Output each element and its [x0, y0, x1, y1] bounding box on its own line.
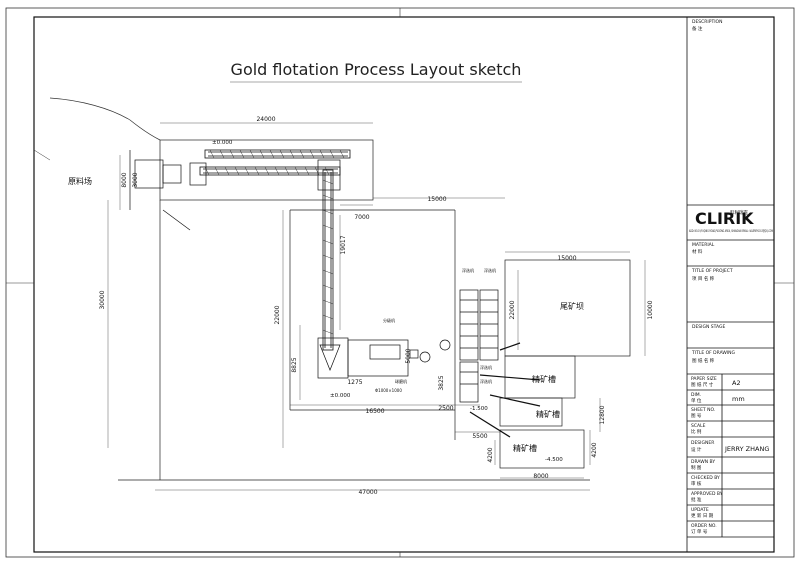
- dim-8825: 8825: [291, 357, 298, 372]
- tb-designer-cn: 设 计: [691, 446, 702, 453]
- dim-47000: 47000: [358, 489, 377, 496]
- drawing-title: Gold flotation Process Layout sketch: [231, 60, 522, 79]
- classifier-label: 分级机: [383, 317, 395, 323]
- tb-paper-size-label: PAPER SIZE: [691, 376, 717, 382]
- tb-sheet-no-cn: 图 号: [691, 413, 702, 419]
- flotation-label-1: 浮选机: [462, 267, 474, 273]
- tb-sheet-no-label: SHEET NO.: [691, 407, 715, 413]
- dim-1275: 1275: [347, 379, 362, 386]
- dim-19017: 19017: [340, 235, 347, 254]
- dim-4200-left: 4200: [487, 447, 494, 462]
- dim-8000-bottom: 8000: [533, 473, 548, 480]
- dim-7000: 7000: [354, 214, 369, 221]
- slurry-pipes: [469, 342, 541, 438]
- grinding-area: [317, 337, 451, 379]
- dim-12800: 12800: [599, 405, 606, 424]
- tb-project-label: TITLE OF PROJECT: [691, 268, 733, 274]
- title-block: [686, 16, 775, 553]
- dim-2500: 2500: [438, 405, 453, 412]
- dim-24000: 24000: [256, 116, 275, 123]
- elevation-marker-top: ±0.000: [212, 140, 233, 146]
- dim-16500: 16500: [365, 408, 384, 415]
- elevation-marker-bottom: -4.500: [545, 457, 563, 463]
- tb-project-value: 项 目 名 称: [692, 275, 715, 282]
- tb-drawing-label: TITLE OF DRAWING: [691, 350, 736, 356]
- dimension-lines: [107, 122, 646, 491]
- tb-order-cn: 订 单 号: [691, 528, 708, 535]
- tb-drawn-cn: 制 图: [691, 464, 702, 471]
- ball-mill-label: 球磨机: [395, 378, 407, 384]
- flotation-label-3: 浮选机: [480, 364, 492, 370]
- dim-8000-left: 8000: [121, 172, 128, 187]
- mill-size-label: Φ1000×1000: [375, 388, 402, 393]
- company-cn-name: 科利瑞克: [730, 209, 748, 216]
- company-logo: CLIRIK: [695, 209, 754, 228]
- tb-dim-cn: 单 位: [691, 397, 702, 404]
- tb-dim-value: mm: [732, 395, 745, 403]
- tb-designer-value: JERRY ZHANG: [724, 445, 769, 453]
- company-address: ADD: NO.19,FUQING ROAD,PUDONG AREA, SHAN…: [689, 229, 773, 233]
- tb-paper-size-value: A2: [732, 379, 741, 387]
- tailings-label: 尾矿坝: [560, 301, 584, 311]
- tb-drawn-label: DRAWN BY: [691, 459, 715, 465]
- inner-frame: [33, 16, 775, 553]
- tb-material-label: MATERIAL: [692, 242, 715, 248]
- dim-5500: 5500: [472, 433, 487, 440]
- tb-description-label: DESCRIPTION: [692, 19, 722, 25]
- dim-22000-left: 22000: [274, 305, 281, 324]
- concentrate-tank-label-1: 精矿槽: [532, 374, 556, 384]
- tb-material-value: 材 料: [692, 248, 703, 255]
- flotation-label-2: 浮选机: [484, 267, 496, 273]
- dim-3000: 3000: [132, 172, 139, 187]
- flotation-label-4: 浮选机: [480, 378, 492, 384]
- outer-frame: [5, 7, 795, 558]
- elevation-marker-tank: -1.500: [470, 406, 488, 412]
- tb-checked-label: CHECKED BY: [691, 475, 720, 481]
- site-outline: [118, 139, 631, 481]
- tb-approved-label: APPROVED BY: [691, 491, 723, 497]
- tb-approved-cn: 批 准: [691, 496, 702, 503]
- tb-scale-cn: 比 例: [691, 428, 702, 435]
- dim-5000: 5000: [405, 348, 412, 363]
- elevation-marker-mid: ±0.000: [330, 393, 351, 399]
- site-boundary-line: [49, 97, 161, 141]
- dim-22000-mid: 22000: [509, 300, 516, 319]
- raw-material-area: [129, 150, 341, 231]
- tb-dim-label: DIM.: [691, 392, 701, 398]
- dim-30000: 30000: [99, 290, 106, 309]
- tb-stage-label: DESIGN STAGE: [692, 324, 726, 330]
- tb-designer-label: DESIGNER: [691, 440, 714, 446]
- frame-ticks: [6, 8, 794, 557]
- tb-drawing-value: 图 纸 名 称: [692, 357, 715, 364]
- tb-checked-cn: 审 核: [691, 480, 702, 487]
- svg-text:CLIRIK: CLIRIK: [695, 209, 754, 228]
- tb-paper-size-cn: 图 纸 尺 寸: [691, 381, 714, 388]
- dim-4200-right: 4200: [591, 442, 598, 457]
- tb-scale-label: SCALE: [691, 423, 706, 429]
- dim-15000-top: 15000: [427, 196, 446, 203]
- tb-order-label: ORDER NO.: [691, 523, 717, 529]
- tb-update-cn: 更 新 日 期: [691, 512, 714, 519]
- conveyor-belts: [199, 149, 351, 351]
- dim-15000-right: 15000: [557, 255, 576, 262]
- dim-10000: 10000: [647, 300, 654, 319]
- tb-update-label: UPDATE: [691, 507, 709, 513]
- site-boundary-line-2: [33, 149, 51, 161]
- conveyor-hatch: [204, 149, 345, 335]
- raw-yard-label: 原料场: [68, 176, 92, 186]
- tb-description-value: 备 注: [692, 25, 703, 32]
- dim-3825: 3825: [438, 375, 445, 390]
- concentrate-tank-label-3: 精矿槽: [513, 443, 537, 453]
- flotation-cells: [459, 289, 499, 403]
- concentrate-tank-label-2: 精矿槽: [536, 409, 560, 419]
